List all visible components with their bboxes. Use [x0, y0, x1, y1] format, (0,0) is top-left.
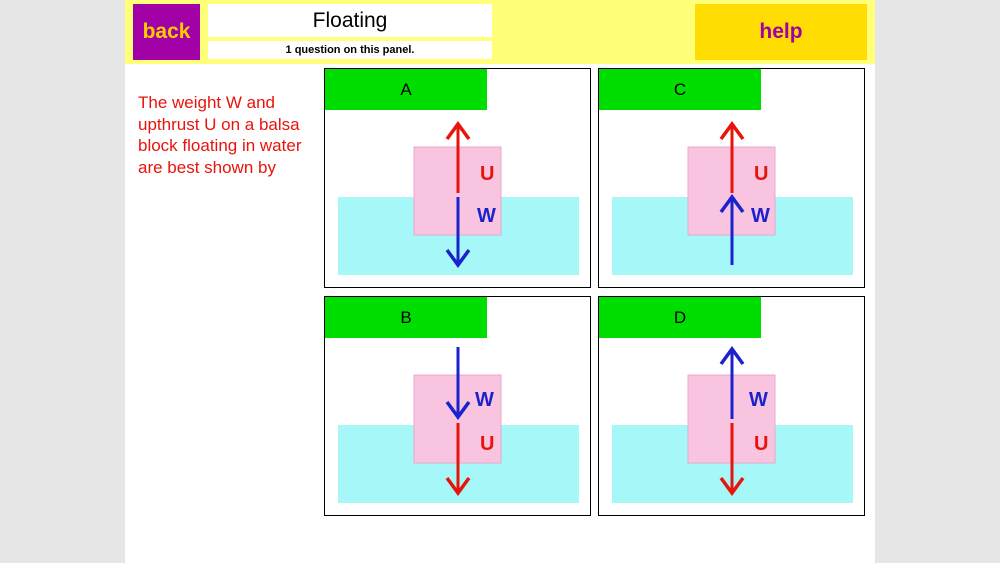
diagram-letter-upper: W [749, 389, 768, 411]
diagram-a: U W [338, 121, 579, 275]
option-label-d: D [599, 297, 761, 338]
diagram-c: U W [612, 121, 853, 275]
diagram-letter-upper: U [754, 163, 768, 185]
stage: back Floating 1 question on this panel. … [125, 0, 875, 563]
diagram-letter-lower: U [480, 433, 494, 455]
option-label-b: B [325, 297, 487, 338]
answer-option-c[interactable]: U W C [598, 68, 865, 288]
weight-arrowhead [445, 400, 471, 420]
upthrust-arrowhead [445, 121, 471, 141]
diagram-d: W U [612, 346, 853, 503]
weight-arrowhead [719, 346, 745, 366]
page-title: Floating [208, 4, 492, 37]
panel-subtitle: 1 question on this panel. [208, 41, 492, 59]
answer-option-a[interactable]: U W A [324, 68, 591, 288]
option-label-a: A [325, 69, 487, 110]
option-label-c: C [599, 69, 761, 110]
diagram-letter-upper: W [475, 389, 494, 411]
answer-option-b[interactable]: W U B [324, 296, 591, 516]
top-bar: back Floating 1 question on this panel. … [125, 0, 875, 64]
upthrust-arrowhead [719, 121, 745, 141]
upthrust-arrowhead [445, 476, 471, 496]
help-button[interactable]: help [695, 4, 867, 60]
answer-option-d[interactable]: W U D [598, 296, 865, 516]
question-text: The weight W and upthrust U on a balsa b… [138, 93, 302, 177]
diagram-letter-upper: U [480, 163, 494, 185]
diagram-letter-lower: W [751, 205, 770, 227]
diagram-b: W U [338, 347, 579, 503]
weight-arrowhead [445, 248, 471, 268]
diagram-letter-lower: W [477, 205, 496, 227]
weight-arrowhead [719, 194, 745, 214]
upthrust-arrowhead [719, 476, 745, 496]
back-button[interactable]: back [133, 4, 200, 60]
diagram-letter-lower: U [754, 433, 768, 455]
